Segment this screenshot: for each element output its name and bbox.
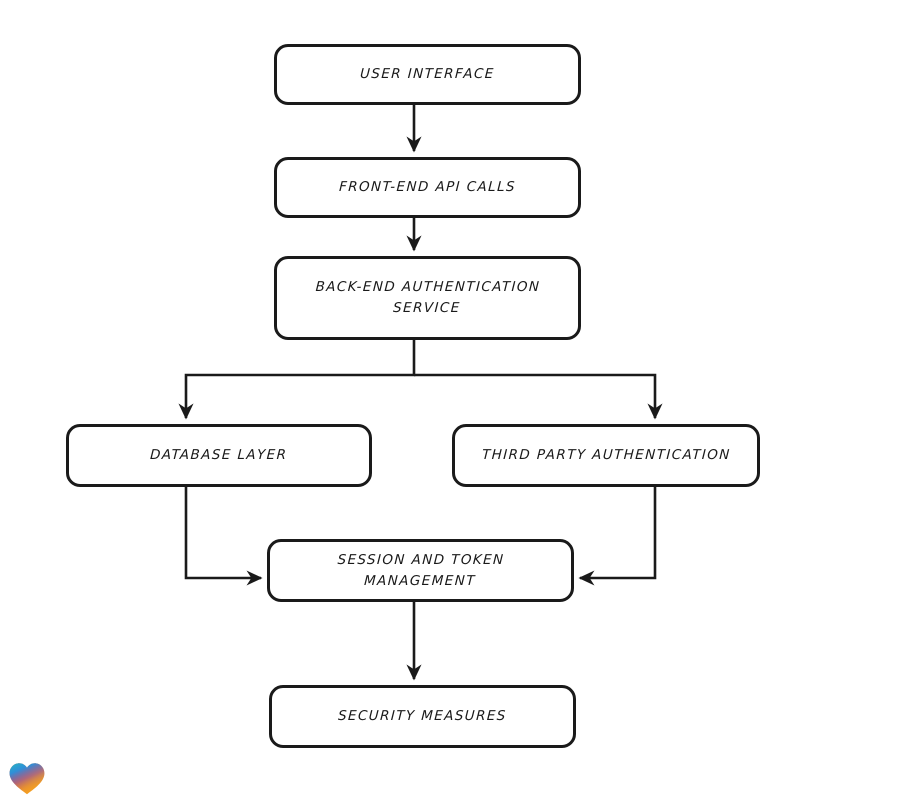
node-label-back-end-auth-service: Back-End Authentication Service xyxy=(315,279,541,316)
node-session-token-mgmt[interactable]: Session and Token Management xyxy=(267,539,574,602)
heart-icon xyxy=(9,763,45,795)
node-label-front-end-api-calls: Front-End API Calls xyxy=(338,179,517,196)
edge-thirdparty-to-session xyxy=(578,487,657,586)
node-back-end-auth-service[interactable]: Back-End Authentication Service xyxy=(274,256,581,340)
node-label-third-party-auth: Third Party Authentication xyxy=(481,447,731,464)
node-security-measures[interactable]: Security Measures xyxy=(269,685,576,748)
node-label-user-interface: User Interface xyxy=(359,66,496,83)
edge-backend-to-thirdparty xyxy=(414,373,663,420)
edge-backend-to-database xyxy=(178,340,416,420)
node-label-session-token-mgmt: Session and Token Management xyxy=(337,551,505,589)
node-front-end-api-calls[interactable]: Front-End API Calls xyxy=(274,157,581,218)
node-user-interface[interactable]: User Interface xyxy=(274,44,581,105)
node-database-layer[interactable]: Database Layer xyxy=(66,424,372,487)
edge-database-to-session xyxy=(184,487,263,586)
node-label-security-measures: Security Measures xyxy=(337,708,508,725)
node-third-party-auth[interactable]: Third Party Authentication xyxy=(452,424,760,487)
node-label-database-layer: Database Layer xyxy=(149,447,289,464)
